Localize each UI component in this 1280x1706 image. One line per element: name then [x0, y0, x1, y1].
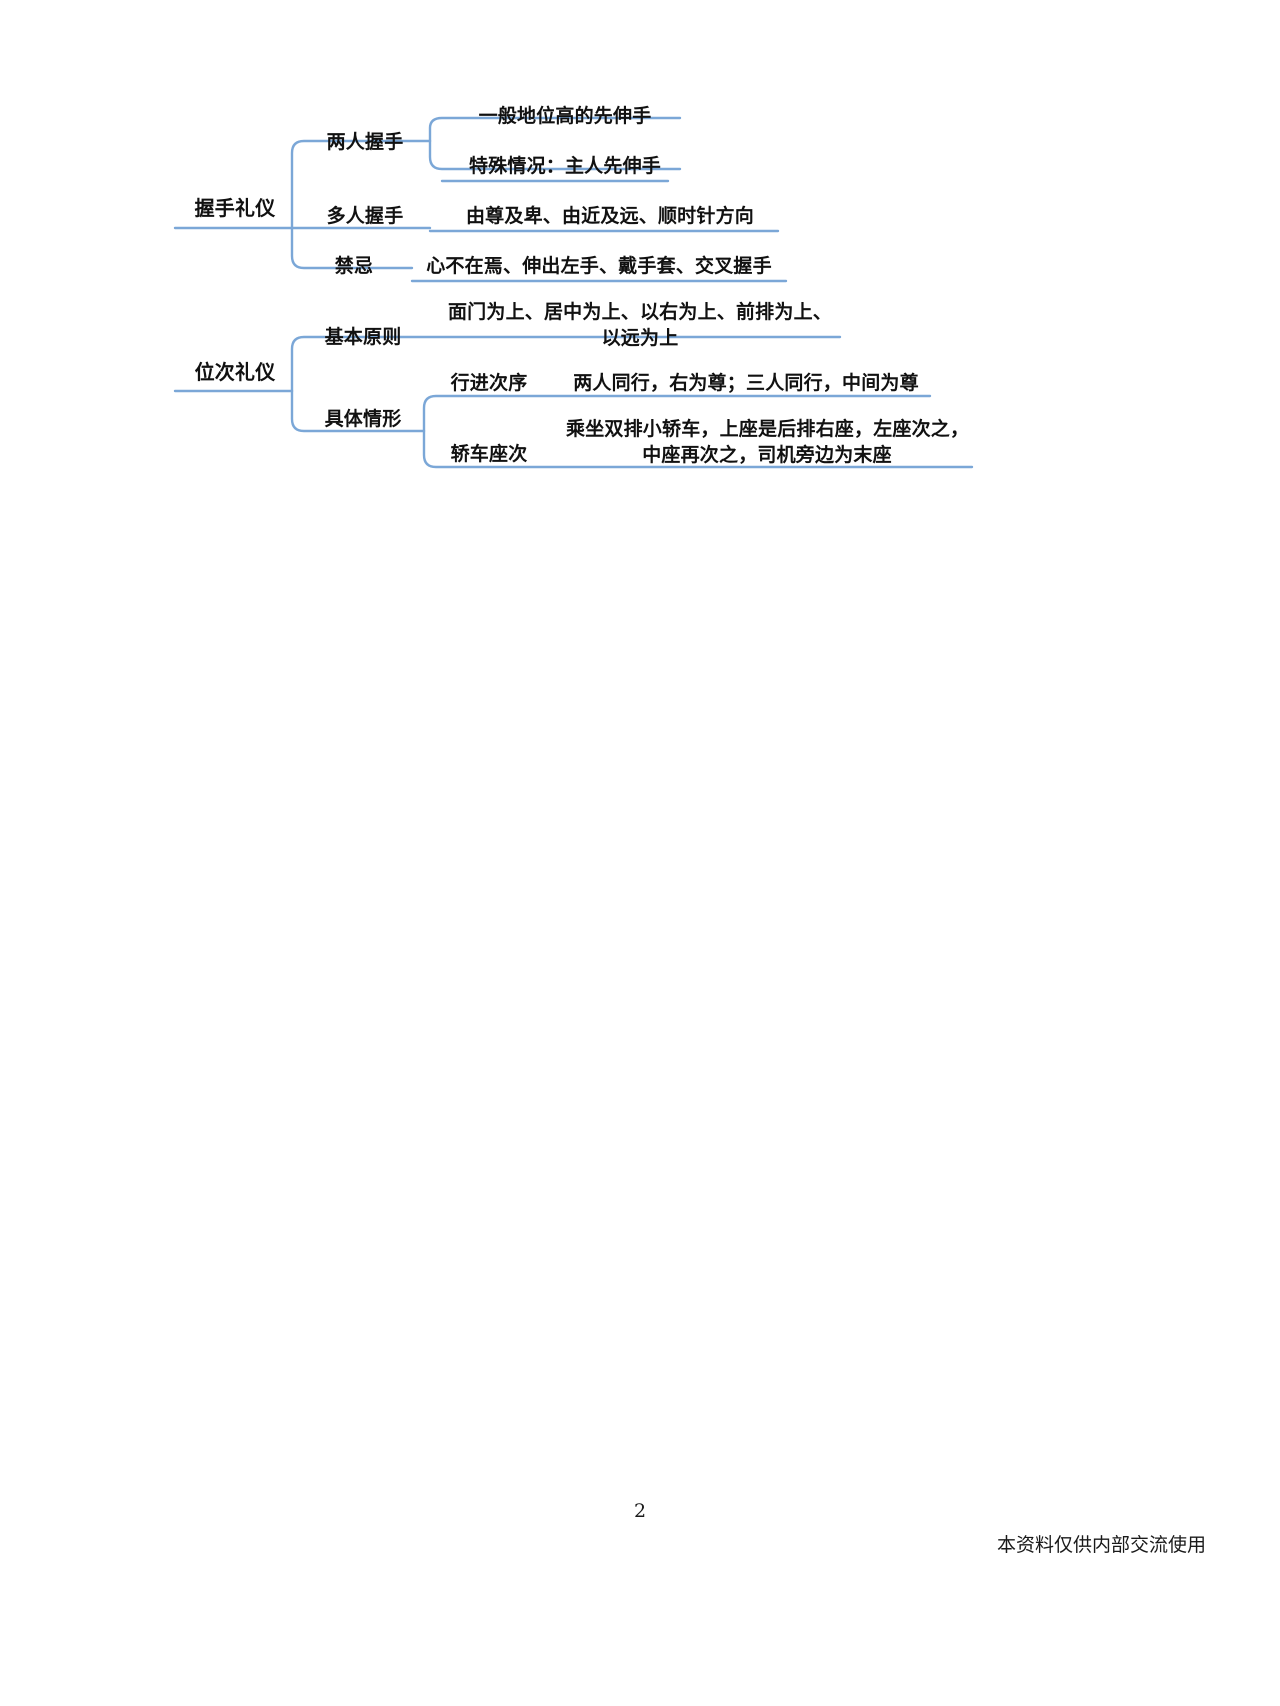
node-two-person-special[interactable]: 特殊情况：主人先伸手 [468, 155, 661, 177]
node-two-person-handshake[interactable]: 两人握手 [326, 131, 404, 153]
connector-two-person-to-special [428, 139, 682, 171]
node-multi-person-handshake[interactable]: 多人握手 [326, 205, 404, 227]
connector-seating-to-specific-cases [290, 389, 426, 433]
node-basic-principle-line1[interactable]: 面门为上、居中为上、以右为上、前排为上、 [447, 301, 832, 323]
connector-seating-to-basic-principle [290, 335, 842, 393]
connector-two-person-to-general [428, 116, 682, 143]
node-multi-person-order[interactable]: 由尊及卑、由近及远、顺时针方向 [465, 205, 754, 227]
connector-handshake-to-taboo [290, 226, 414, 270]
mindmap-connectors [173, 116, 974, 469]
footer-note: 本资料仅供内部交流使用 [996, 1534, 1206, 1556]
node-basic-principle[interactable]: 基本原则 [324, 326, 402, 348]
page-number: 2 [633, 1500, 647, 1522]
connector-specific-to-car-seating [422, 429, 974, 469]
node-car-seating-line2[interactable]: 中座再次之，司机旁边为末座 [642, 444, 892, 466]
mindmap-canvas: 握手礼仪 两人握手 一般地位高的先伸手 特殊情况：主人先伸手 多人握手 由尊及卑… [0, 0, 1280, 520]
node-walking-order-detail[interactable]: 两人同行，右为尊；三人同行，中间为尊 [573, 372, 919, 394]
node-car-seating[interactable]: 轿车座次 [450, 443, 528, 465]
node-seating-etiquette[interactable]: 位次礼仪 [194, 360, 276, 384]
node-taboo-list[interactable]: 心不在焉、伸出左手、戴手套、交叉握手 [426, 255, 772, 277]
node-taboo[interactable]: 禁忌 [334, 255, 374, 277]
node-basic-principle-line2[interactable]: 以远为上 [601, 327, 679, 349]
connector-handshake-to-two-person [290, 139, 432, 230]
node-handshake-etiquette[interactable]: 握手礼仪 [194, 196, 276, 220]
connector-specific-to-walking-order [422, 394, 932, 433]
node-two-person-general[interactable]: 一般地位高的先伸手 [478, 105, 652, 127]
node-walking-order[interactable]: 行进次序 [450, 372, 528, 394]
node-specific-cases[interactable]: 具体情形 [324, 408, 402, 430]
node-car-seating-line1[interactable]: 乘坐双排小轿车，上座是后排右座，左座次之， [566, 418, 970, 440]
